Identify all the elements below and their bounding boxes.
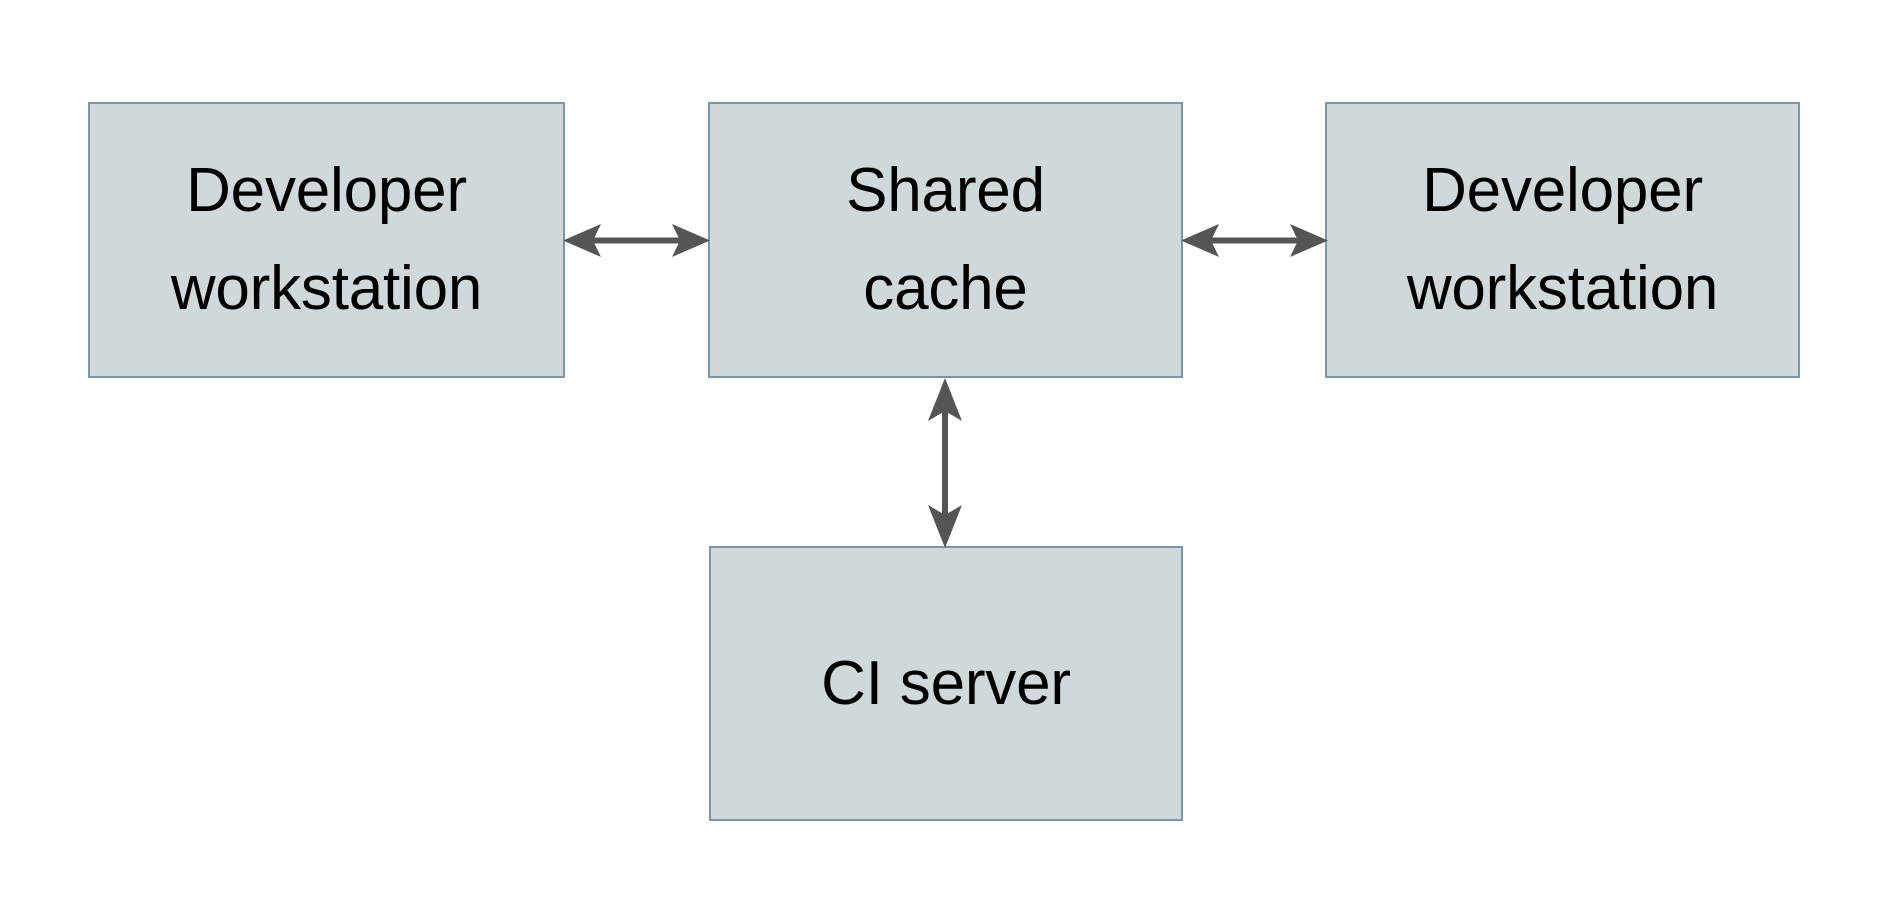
node-ci-server[interactable]: CI server [709, 546, 1183, 821]
node-label: Shared cache [846, 156, 1045, 323]
node-developer-workstation-left[interactable]: Developer workstation [88, 102, 565, 378]
double-headed-arrow-icon [1181, 224, 1328, 257]
node-label: CI server [821, 648, 1071, 718]
node-shared-cache[interactable]: Shared cache [708, 102, 1183, 378]
double-headed-arrow-icon [928, 378, 962, 548]
edge-left-workstation-to-shared-cache[interactable] [563, 214, 710, 268]
node-label: Developer workstation [170, 156, 483, 323]
double-headed-arrow-icon [563, 224, 710, 257]
node-label: Developer workstation [1406, 156, 1719, 323]
edge-shared-cache-to-ci-server[interactable] [918, 378, 972, 548]
node-developer-workstation-right[interactable]: Developer workstation [1325, 102, 1800, 378]
edge-shared-cache-to-right-workstation[interactable] [1181, 214, 1328, 268]
